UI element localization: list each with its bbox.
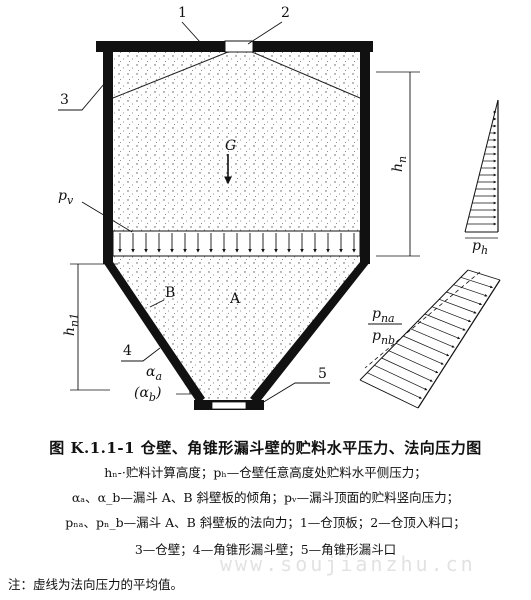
- pn-arrow: [388, 350, 439, 374]
- B-leader: [149, 299, 165, 308]
- hopper-outlet: [211, 401, 247, 410]
- callout-3: 3: [60, 92, 69, 108]
- caption-line-4: 3—仓壁；4—角锥形漏斗壁；5—角锥形漏斗口: [134, 542, 397, 557]
- caption-line-2: αₐ、α_b—漏斗 A、B 斜壁板的倾角；pᵥ—漏斗顶面的贮料竖向压力；: [71, 490, 460, 505]
- caption-line-3: pₙₐ、pₙ_b—漏斗 A、B 斜壁板的法向力；1—仓顶板；2—仓顶入料口；: [65, 515, 466, 530]
- callout-1-leader: [181, 21, 201, 43]
- label-pnb: pnb: [372, 328, 395, 347]
- pn-arrow: [417, 321, 461, 340]
- pv-band: [112, 230, 361, 257]
- caption-line-1: hₙ-·贮料计算高度；pₕ—仓壁任意高度处贮料水平侧压力；: [104, 465, 427, 480]
- label-alpha-b: (αb): [134, 385, 161, 404]
- pn-arrow: [460, 277, 493, 289]
- label-pna: pna: [372, 306, 395, 325]
- silo-diagram: G pv hn hn1 A B 1 2 3 4 5 αa (αb) ph pna…: [58, 5, 501, 410]
- label-pv: pv: [58, 188, 74, 207]
- ph-diagram: [464, 99, 499, 233]
- pv-arrows: [118, 233, 356, 253]
- pn-diagram: [359, 269, 501, 409]
- pn-top-cap: [467, 269, 501, 281]
- stored-material: [113, 52, 360, 400]
- label-hn: hn: [390, 156, 409, 172]
- label-ph: ph: [472, 238, 488, 257]
- pn-bottom-cap: [359, 379, 419, 409]
- pn-wall-line: [417, 279, 501, 409]
- roof-inlet: [224, 40, 254, 53]
- callout-5-leader: [261, 382, 330, 404]
- pv-leader: [81, 201, 133, 233]
- callout-1: 1: [178, 5, 187, 21]
- pn-arrow: [374, 365, 428, 391]
- silo-wall-left: [103, 52, 113, 264]
- callout-4-leader: [121, 347, 161, 362]
- label-A: A: [229, 291, 241, 307]
- pn-arrow: [381, 357, 433, 382]
- pn-arrow: [367, 372, 422, 399]
- pn-arrow: [424, 313, 466, 331]
- watermark: www.soujianzhu.cn: [220, 552, 476, 576]
- callout-2: 2: [281, 5, 290, 21]
- silo-wall-right: [360, 52, 370, 264]
- hopper-wall-left: [103, 262, 205, 404]
- angle-arc: [184, 383, 191, 395]
- figure-title: 图 K.1.1-1 仓壁、角锥形漏斗壁的贮料水平压力、法向压力图: [49, 439, 482, 457]
- pn-arrow: [410, 328, 455, 348]
- label-G: G: [225, 138, 236, 154]
- label-alpha-a: αa: [146, 364, 162, 383]
- ph-envelope: [464, 99, 499, 233]
- hopper-wall-right: [250, 262, 370, 404]
- callout-2-leader: [247, 21, 283, 45]
- pn-arrow: [453, 284, 488, 297]
- pn-arrow: [403, 335, 450, 357]
- pn-average-dashed: [364, 271, 481, 369]
- label-B: B: [165, 285, 175, 301]
- material-surface: [112, 51, 361, 99]
- callout-3-leader: [58, 83, 105, 111]
- callout-4: 4: [123, 343, 132, 359]
- pn-arrow: [439, 299, 477, 314]
- pn-arrow: [446, 291, 483, 306]
- label-hn1: hn1: [62, 313, 81, 336]
- pn-arrow: [431, 306, 472, 323]
- pn-envelope-a: [359, 269, 469, 381]
- figure-note: 注：虚线为法向压力的平均值。: [8, 577, 184, 592]
- pn-arrow: [395, 343, 444, 365]
- callout-5: 5: [318, 366, 327, 382]
